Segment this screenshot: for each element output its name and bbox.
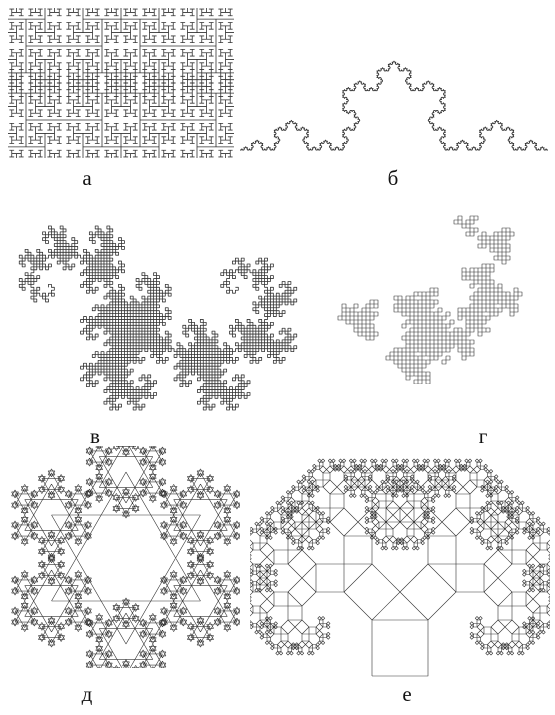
h-tree-lines	[8, 8, 234, 158]
koch-curve-line	[240, 61, 548, 150]
h-tree-fractal	[8, 8, 234, 158]
fractal-b	[238, 8, 550, 158]
star-fractal-lines	[12, 446, 240, 668]
twin-dragon-grid	[338, 216, 522, 384]
dragon-curve-line	[19, 226, 296, 410]
panel-label-d: д	[72, 682, 102, 706]
dragon-curve	[8, 222, 308, 414]
fractal-e	[250, 446, 550, 680]
panel-label-v: в	[80, 424, 110, 448]
pythagoras-tree-lines	[250, 459, 550, 676]
panel-label-e: е	[392, 682, 422, 706]
twin-dragon-fractal	[318, 208, 548, 384]
fractal-g	[318, 208, 548, 384]
pythagoras-tree	[250, 446, 550, 680]
star-fractal	[8, 446, 240, 668]
fractal-d	[8, 446, 240, 668]
panel-label-a: а	[72, 166, 102, 190]
fractal-v	[8, 222, 308, 414]
panel-label-b: б	[378, 166, 408, 190]
panel-label-g: г	[468, 424, 498, 448]
fractal-a	[8, 8, 234, 158]
koch-curve	[238, 8, 550, 158]
